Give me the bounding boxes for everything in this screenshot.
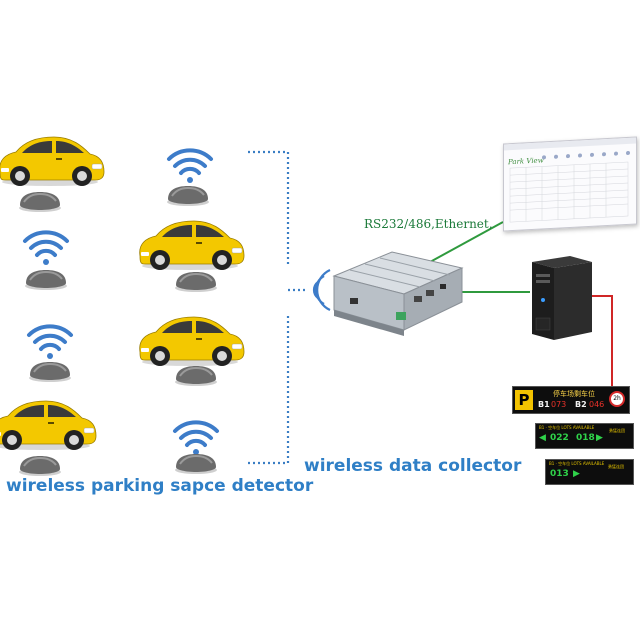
wifi-icon-3 — [167, 148, 213, 185]
board-value-b2: 046 — [589, 400, 605, 409]
board2-left-count: 022 — [550, 433, 569, 443]
parking-sensor-5 — [166, 185, 210, 207]
parking-sensor-7 — [174, 365, 218, 387]
collector-signal-icon — [312, 269, 331, 311]
parked-car-3 — [139, 220, 245, 271]
parking-display-board-main: P 停车场剩车位 B1 073 B2 046 2h — [512, 386, 630, 414]
parking-sensor-6 — [174, 271, 218, 293]
board3-header: B1 · 空车位 LOTS AVAILABLE — [549, 461, 605, 466]
board2-header: B1 · 空车位 LOTS AVAILABLE — [539, 425, 595, 430]
parked-car-1 — [0, 136, 105, 187]
parked-car-4 — [139, 316, 245, 367]
left-arrow-icon: ◀ — [539, 433, 546, 443]
wifi-icon-4 — [173, 420, 219, 457]
right-arrow-icon: ▶ — [573, 469, 580, 479]
parking-sensor-8 — [174, 453, 218, 475]
parking-sensor-4 — [18, 455, 62, 477]
display-link — [590, 295, 613, 388]
parking-display-board-two-way: B1 · 空车位 LOTS AVAILABLE ◀ 022 018 ▶ 勇猛连团 — [535, 423, 634, 449]
data-collector-device — [332, 251, 464, 336]
board-label-b2: B2 — [575, 400, 587, 409]
board2-right-count: 018 — [576, 433, 595, 443]
board2-side-text: 勇猛连团 — [609, 428, 625, 433]
right-arrow-icon: ▶ — [596, 433, 603, 443]
parked-car-2 — [0, 400, 97, 451]
software-grid — [509, 150, 630, 223]
parking-sensor-1 — [18, 191, 62, 213]
board3-side-text: 勇猛连团 — [608, 464, 624, 469]
parking-p-sign: P — [515, 390, 533, 410]
board-value-b1: 073 — [551, 400, 567, 409]
collector-caption: wireless data collector — [304, 456, 522, 476]
parking-software-window: Park View — [503, 136, 637, 232]
dotted-wireless-links — [248, 150, 308, 465]
board-label-b1: B1 — [538, 400, 550, 409]
height-limit-badge: 2h — [609, 391, 625, 407]
parking-sensor-2 — [24, 269, 68, 291]
detector-caption: wireless parking sapce detector — [6, 476, 314, 496]
board-title-cn: 停车场剩车位 — [553, 390, 595, 398]
parking-display-board-one-way: B1 · 空车位 LOTS AVAILABLE 013 ▶ 勇猛连团 — [545, 459, 634, 485]
board3-count: 013 — [550, 469, 569, 479]
connection-protocol-label: RS232/486,Ethernet, — [364, 217, 493, 231]
wifi-icon-2 — [27, 324, 73, 361]
computer-tower — [532, 256, 592, 340]
parking-sensor-3 — [28, 361, 72, 383]
wifi-icon-1 — [23, 230, 69, 267]
